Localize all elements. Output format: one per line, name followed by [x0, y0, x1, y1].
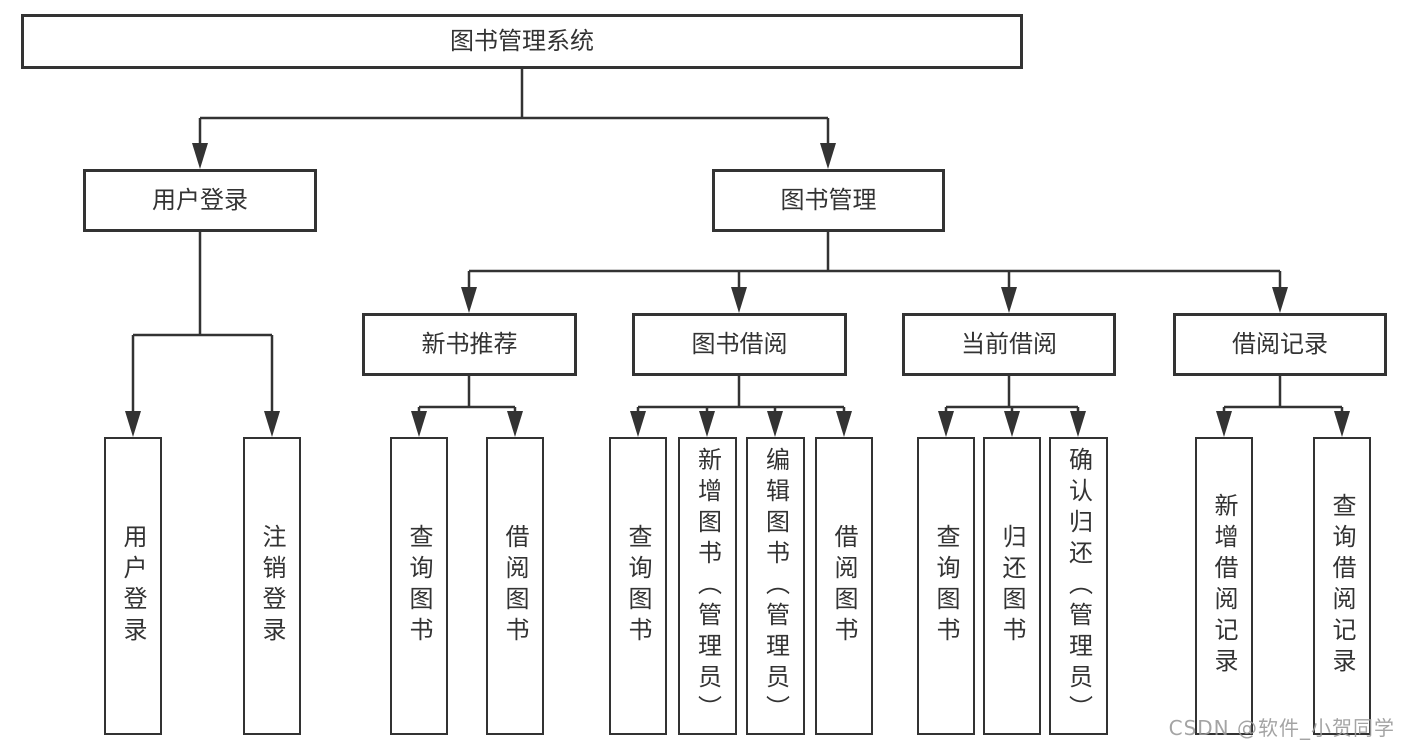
node-book-mgmt-module: 图书管理 [712, 169, 945, 232]
node-rec-borrow-book: 借阅图书 [486, 437, 544, 735]
node-br-add-record: 新增借阅记录 [1195, 437, 1253, 735]
node-cb-confirm-return: 确认归还（管理员） [1049, 437, 1108, 735]
node-new-book-rec: 新书推荐 [362, 313, 577, 376]
node-user-login-module: 用户登录 [83, 169, 317, 232]
node-bb-add-book-label: 新增图书（管理员） [693, 446, 722, 726]
node-cb-return-book: 归还图书 [983, 437, 1041, 735]
node-root: 图书管理系统 [21, 14, 1023, 69]
node-br-add-record-label: 新增借阅记录 [1210, 493, 1238, 679]
node-borrow-record-label: 借阅记录 [1232, 330, 1328, 359]
node-rec-query-book: 查询图书 [390, 437, 448, 735]
node-book-borrow: 图书借阅 [632, 313, 847, 376]
node-rec-query-book-label: 查询图书 [405, 524, 433, 648]
node-login: 用户登录 [104, 437, 162, 735]
node-login-label: 用户登录 [119, 524, 147, 648]
node-bb-edit-book-label: 编辑图书（管理员） [761, 446, 790, 726]
node-borrow-record: 借阅记录 [1173, 313, 1387, 376]
node-bb-query-book: 查询图书 [609, 437, 667, 735]
node-logout: 注销登录 [243, 437, 301, 735]
node-cb-query-book: 查询图书 [917, 437, 975, 735]
node-cb-return-book-label: 归还图书 [998, 524, 1026, 648]
node-cb-query-book-label: 查询图书 [932, 524, 960, 648]
node-user-login-module-label: 用户登录 [152, 186, 248, 215]
node-bb-edit-book: 编辑图书（管理员） [746, 437, 805, 735]
node-current-borrow-label: 当前借阅 [961, 330, 1057, 359]
node-rec-borrow-book-label: 借阅图书 [501, 524, 529, 648]
node-book-borrow-label: 图书借阅 [691, 330, 788, 359]
node-cb-confirm-return-label: 确认归还（管理员） [1064, 446, 1093, 726]
node-bb-borrow-book: 借阅图书 [815, 437, 873, 735]
node-logout-label: 注销登录 [258, 524, 286, 648]
node-br-query-record-label: 查询借阅记录 [1328, 493, 1356, 679]
node-current-borrow: 当前借阅 [902, 313, 1116, 376]
node-bb-query-book-label: 查询图书 [624, 524, 652, 648]
node-bb-borrow-book-label: 借阅图书 [830, 524, 858, 648]
node-book-mgmt-module-label: 图书管理 [780, 186, 877, 215]
node-new-book-rec-label: 新书推荐 [421, 330, 518, 359]
node-br-query-record: 查询借阅记录 [1313, 437, 1371, 735]
node-root-label: 图书管理系统 [450, 27, 594, 56]
node-bb-add-book: 新增图书（管理员） [678, 437, 737, 735]
